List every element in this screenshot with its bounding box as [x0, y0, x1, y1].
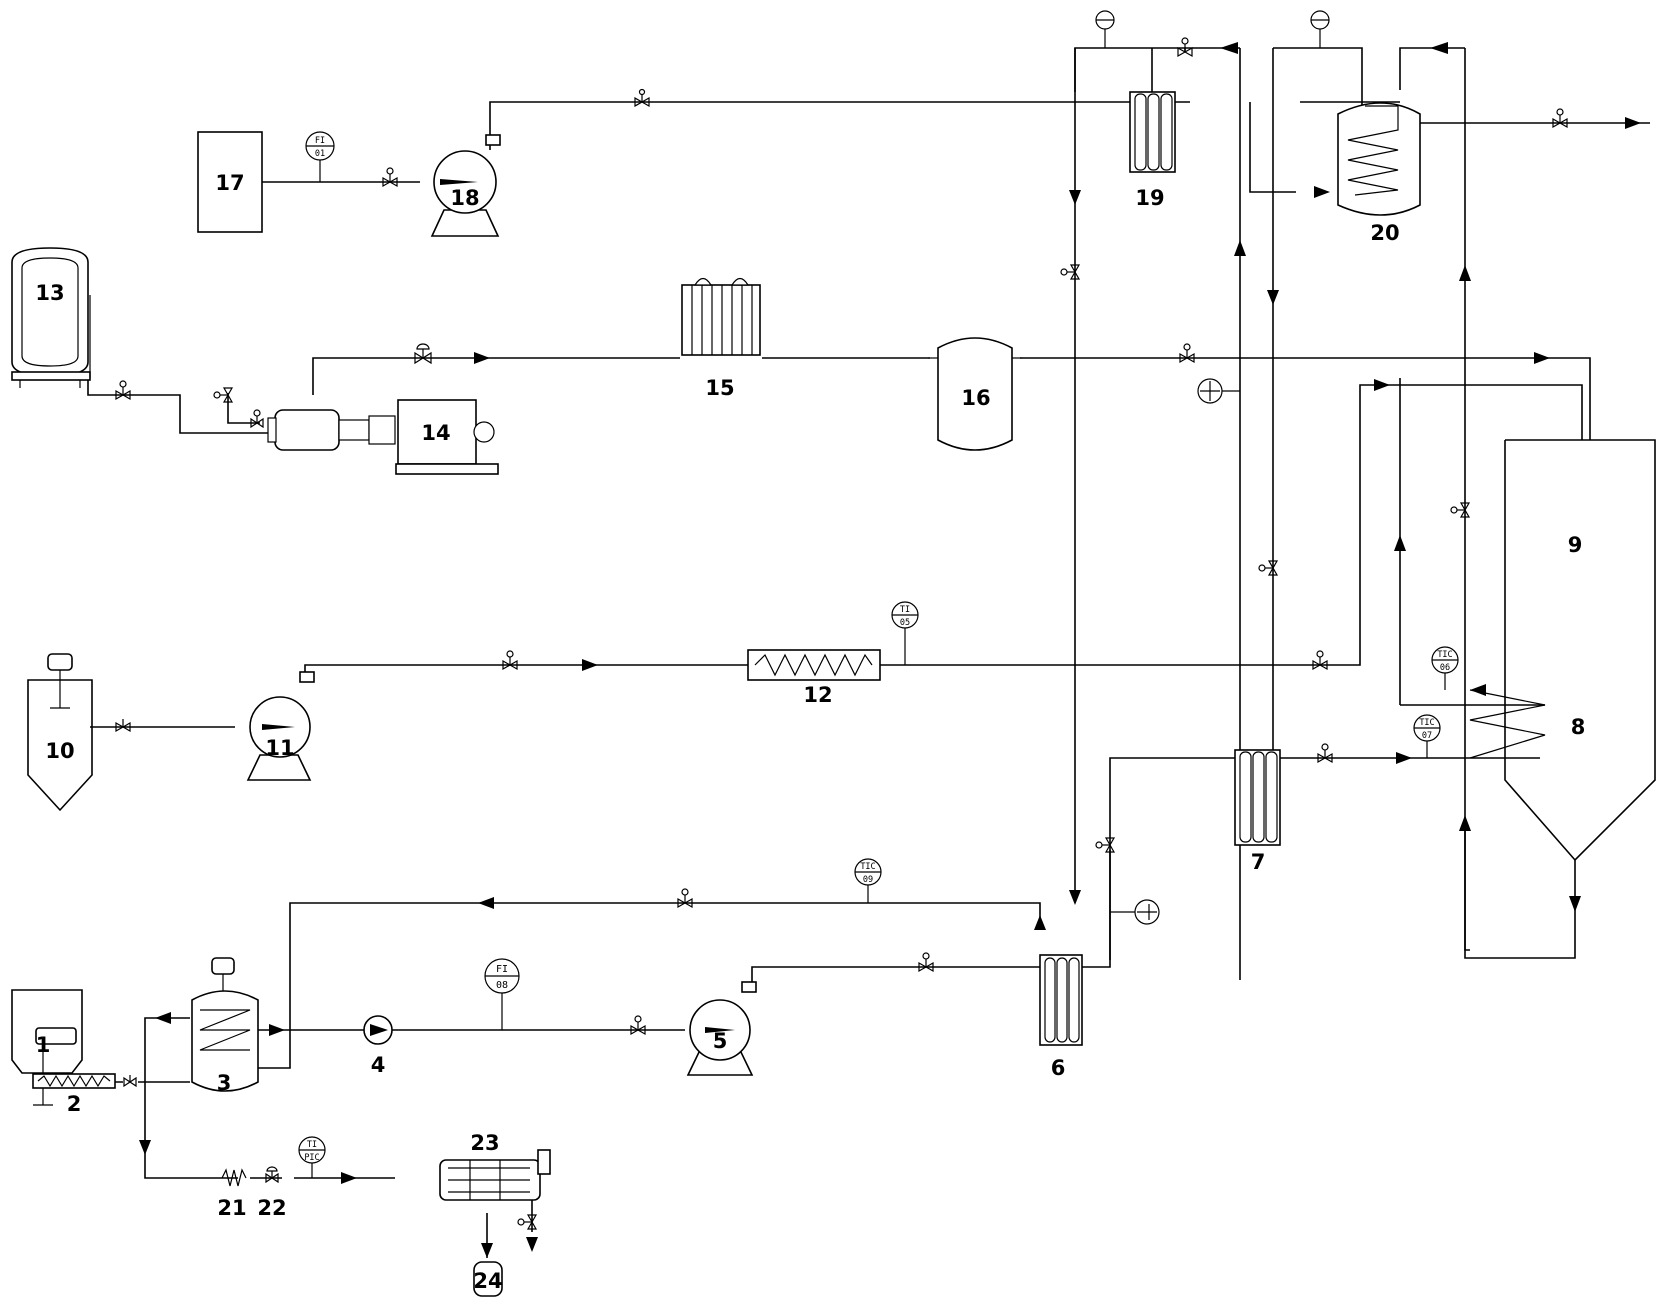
pump-11: [246, 671, 315, 781]
label-2: 2: [67, 1092, 82, 1116]
valve: [1450, 502, 1471, 518]
label-1: 1: [36, 1033, 51, 1057]
valve: [1177, 37, 1193, 58]
valve: [918, 952, 934, 973]
tag-top: TI: [900, 605, 910, 615]
heater-12: [747, 649, 881, 681]
heat-exchanger-7: [1234, 749, 1281, 846]
condenser-20: [1337, 102, 1421, 216]
label-14: 14: [421, 421, 450, 445]
pump-4: [363, 1015, 393, 1045]
equipment-labels: 1 2 3 4 5 6 7 8 9 10 11 12 13 14 15 16 1…: [35, 171, 1585, 1293]
label-21: 21: [217, 1196, 246, 1220]
instrument-bubble: [1095, 10, 1115, 48]
valve: [115, 380, 131, 401]
label-12: 12: [803, 683, 832, 707]
tag-bottom: 06: [1440, 663, 1450, 673]
heat-exchanger-6: [1039, 954, 1083, 1046]
tag-top: TIC: [1419, 718, 1434, 728]
tag-bottom: 08: [496, 980, 508, 991]
heat-exchanger-19: [1129, 91, 1176, 173]
valve: [517, 1214, 538, 1230]
label-19: 19: [1135, 186, 1164, 210]
valve: [677, 888, 693, 909]
label-16: 16: [961, 386, 990, 410]
instrument-tic07: TIC 07: [1413, 714, 1441, 758]
tag-bottom: PIC: [304, 1153, 319, 1163]
label-6: 6: [1051, 1056, 1066, 1080]
label-10: 10: [45, 739, 74, 763]
valve: [414, 343, 432, 365]
instrument-tipic: TI PIC: [298, 1136, 326, 1178]
valve: [123, 1075, 137, 1088]
valve: [265, 1166, 279, 1184]
instrument-ti05: TI 05: [891, 601, 919, 665]
tag-top: TI: [307, 1140, 317, 1150]
tag-bottom: 05: [900, 618, 910, 628]
tag-bottom: 07: [1422, 731, 1432, 741]
label-9: 9: [1568, 533, 1583, 557]
compressor-14: [267, 399, 499, 475]
valve: [213, 387, 234, 403]
storage-tank-13: [11, 247, 91, 388]
drum-24: [473, 1261, 503, 1297]
label-4: 4: [371, 1053, 386, 1077]
valve: [1552, 108, 1568, 129]
label-8: 8: [1571, 715, 1586, 739]
label-24: 24: [473, 1269, 502, 1293]
label-20: 20: [1370, 221, 1399, 245]
instrument-fi08: FI 08: [484, 958, 520, 1030]
label-15: 15: [705, 376, 734, 400]
label-23: 23: [470, 1131, 499, 1155]
valve: [1095, 837, 1116, 853]
instrument-tic06: TIC 06: [1431, 646, 1459, 690]
instrument-bubble: [1310, 10, 1330, 48]
flow-arrows: [139, 42, 1641, 1258]
label-11: 11: [265, 736, 294, 760]
valve: [1312, 650, 1328, 671]
vessel-9: [1504, 439, 1656, 862]
tag-bottom: 09: [863, 875, 873, 885]
valve: [634, 88, 650, 108]
valve: [1317, 743, 1333, 764]
valves: [115, 37, 1568, 1230]
tag-top: FI: [315, 136, 325, 146]
valve: [1258, 560, 1279, 576]
label-18: 18: [450, 186, 479, 210]
label-17: 17: [215, 171, 244, 195]
valve: [115, 719, 131, 733]
valve: [382, 167, 398, 188]
label-22: 22: [257, 1196, 286, 1220]
screw-feeder-2: [32, 1073, 116, 1089]
coil-21: [221, 1168, 247, 1187]
filter-15: [681, 277, 761, 356]
tag-top: TIC: [1437, 650, 1452, 660]
tank-17: [197, 131, 263, 233]
coil-8: [1469, 689, 1546, 759]
label-7: 7: [1251, 850, 1266, 874]
valve: [1179, 343, 1195, 364]
label-5: 5: [713, 1029, 728, 1053]
instrument-tic09: TIC 09: [854, 858, 882, 903]
valve: [1060, 264, 1081, 280]
tank-10: [27, 653, 93, 812]
tag-top: TIC: [860, 862, 875, 872]
level-sensor-icon: [1197, 378, 1223, 404]
valve: [250, 409, 264, 429]
hopper-1: [11, 989, 83, 1106]
dryer-23: [439, 1149, 551, 1201]
pump-18: [430, 134, 501, 237]
valve: [502, 650, 518, 671]
flow-sensor-icon: [1134, 899, 1160, 925]
instrument-fi01: FI 01: [305, 131, 335, 182]
label-13: 13: [35, 281, 64, 305]
tag-top: FI: [496, 964, 508, 975]
valve: [630, 1015, 646, 1036]
pump-5: [686, 981, 757, 1076]
label-3: 3: [217, 1071, 232, 1095]
reactor-3: [191, 957, 259, 1092]
tag-bottom: 01: [315, 149, 325, 159]
receiver-16: [928, 337, 1022, 451]
